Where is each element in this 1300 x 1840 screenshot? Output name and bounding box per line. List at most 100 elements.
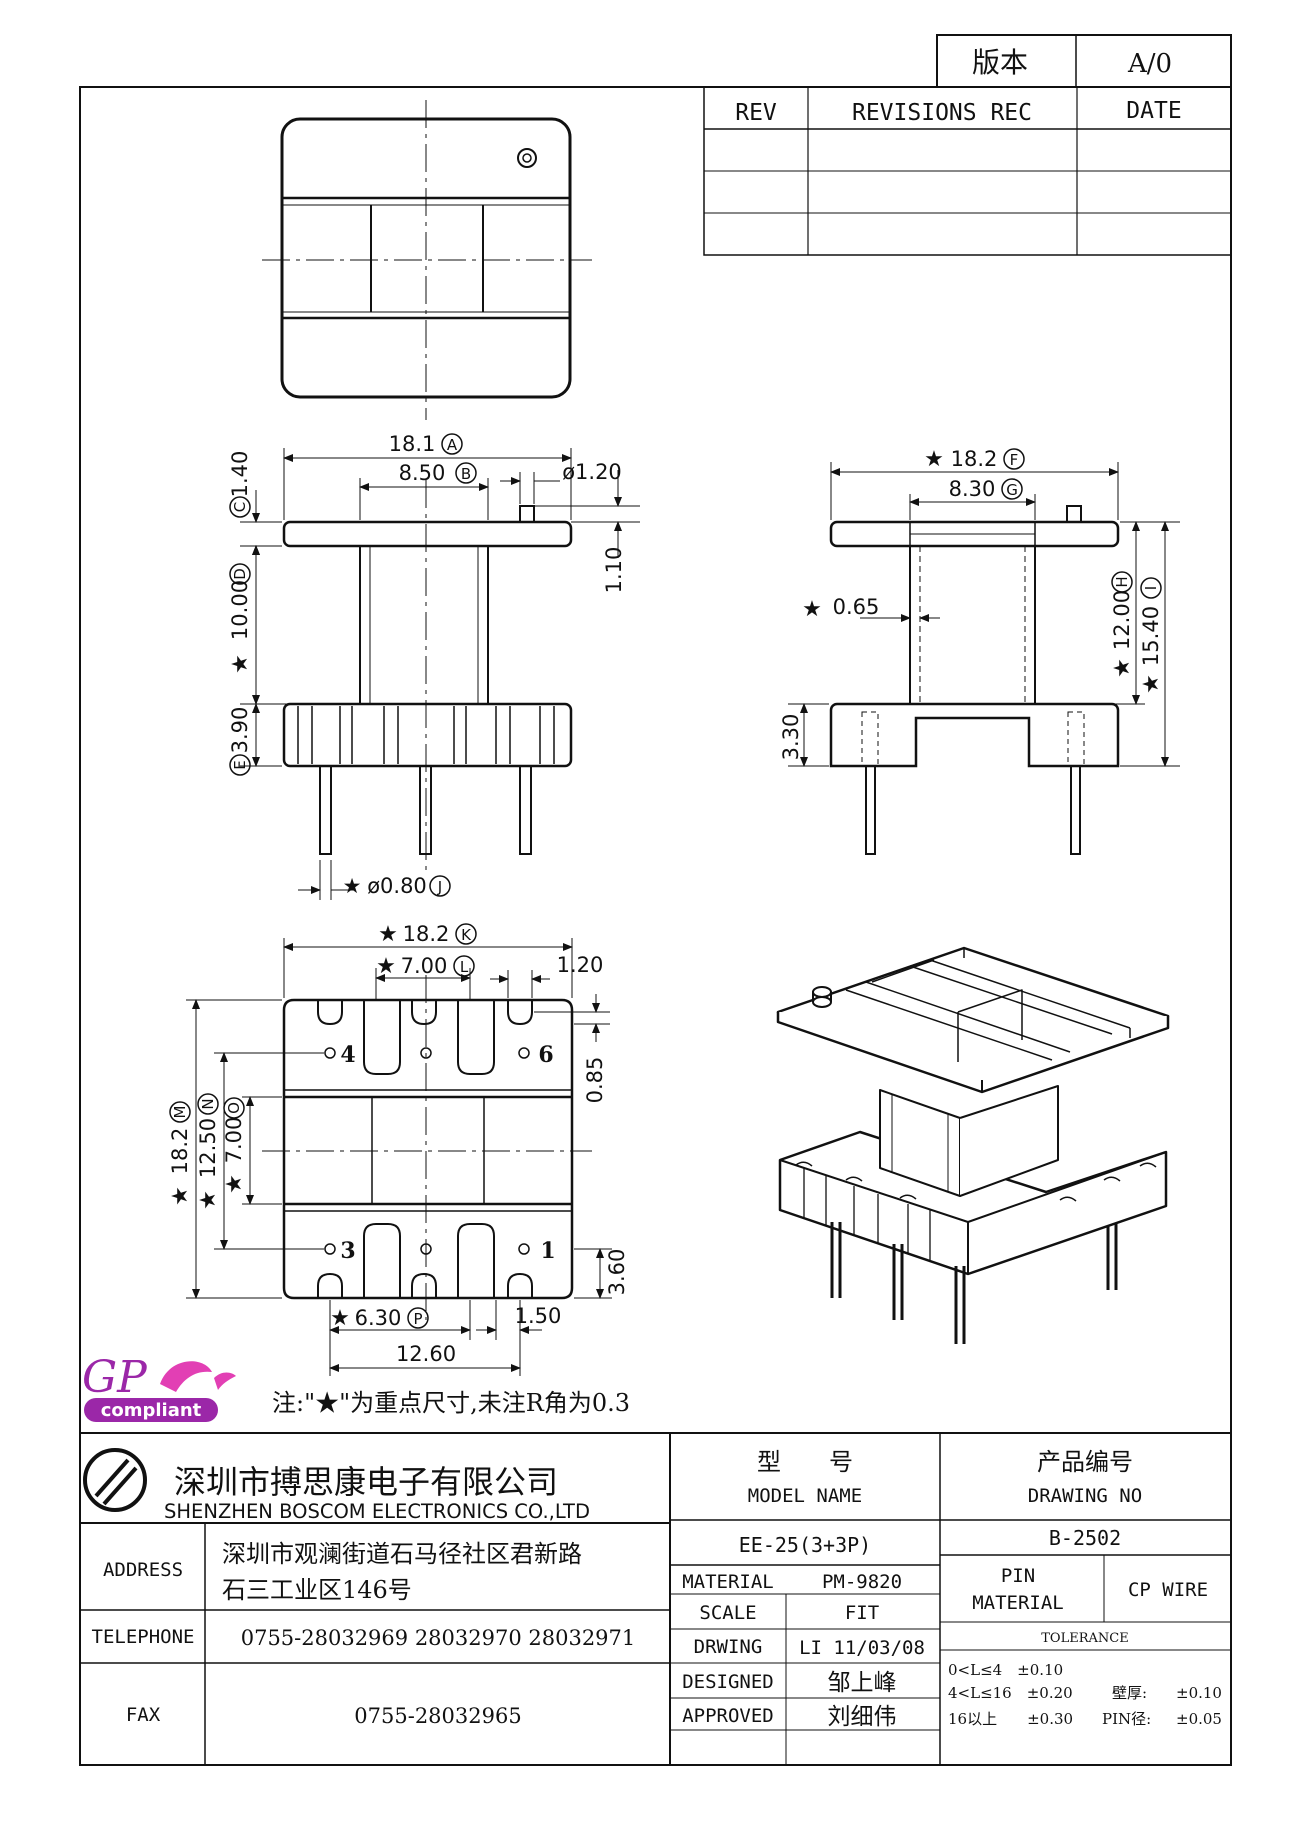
telephone-label: TELEPHONE (92, 1626, 195, 1648)
dim-O: 7.00 (222, 1117, 246, 1164)
star-K: ★ (378, 922, 398, 947)
star-O: ★ (222, 1174, 247, 1194)
leaf-icon (160, 1361, 212, 1392)
approved-label: APPROVED (682, 1705, 774, 1727)
dim-letter-E: E (231, 760, 249, 769)
pin-label-3: 3 (340, 1238, 355, 1264)
drawing-number-value: B-2502 (1049, 1526, 1121, 1550)
dim-P: 6.30 (355, 1306, 402, 1330)
star-H: ★ (1110, 658, 1135, 678)
star-L: ★ (376, 954, 396, 979)
dim-N: 12.50 (196, 1118, 220, 1178)
pin-label-4: 4 (340, 1042, 355, 1068)
star-065: ★ (802, 597, 822, 622)
rev-header-date: DATE (1126, 98, 1181, 124)
drawing-label-cn: 产品编号 (1037, 1448, 1133, 1476)
rev-header-rec: REVISIONS REC (852, 100, 1032, 126)
tolerance-row-3: 16以上 ±0.30 (948, 1710, 1073, 1728)
pin-material-value: CP WIRE (1128, 1579, 1208, 1601)
isometric-view (776, 946, 1170, 1344)
wall-thickness-value: ±0.10 (1176, 1684, 1222, 1702)
wall-thickness-label: 壁厚: (1112, 1684, 1147, 1702)
dim-phi120: ø1.20 (562, 460, 622, 484)
drawing-label-en: DRAWING NO (1028, 1485, 1142, 1507)
star-M: ★ (168, 1186, 193, 1206)
approved-value: 刘细伟 (828, 1704, 897, 1730)
dim-I: 15.40 (1139, 606, 1163, 666)
dim-letter-M: M (171, 1106, 189, 1119)
dim-L: 7.00 (401, 954, 448, 978)
dim-150: 1.50 (515, 1304, 562, 1328)
telephone-value: 0755-28032969 28032970 28032971 (241, 1626, 636, 1650)
dim-letter-J: J (437, 878, 442, 896)
pin-material-label-2: MATERIAL (972, 1592, 1064, 1614)
pin-diameter-value: ±0.05 (1176, 1710, 1222, 1728)
star-J: ★ (343, 874, 362, 898)
dim-letter-C: C (231, 502, 249, 512)
dim-letter-I: I (1142, 586, 1160, 590)
fax-label: FAX (126, 1704, 161, 1726)
dim-E: 3.90 (228, 707, 252, 754)
version-label: 版本 (972, 46, 1028, 79)
gp-compliant-text: compliant (101, 1400, 202, 1421)
pin-diameter-label: PIN径: (1102, 1710, 1151, 1728)
pin-material-label-1: PIN (1001, 1565, 1035, 1587)
drawing-note: 注:"★"为重点尺寸,未注R角为0.3 (272, 1389, 630, 1417)
bottom-view (262, 975, 592, 1320)
gp-logo-text: GP (82, 1352, 148, 1403)
bottom-view-dims (186, 938, 612, 1376)
dim-G: 8.30 (949, 477, 996, 501)
scale-value: FIT (845, 1602, 879, 1624)
dim-letter-G: G (1006, 481, 1018, 499)
dim-F: 18.2 (951, 447, 998, 471)
dim-065: 0.65 (833, 595, 880, 619)
dim-110: 1.10 (602, 547, 626, 594)
title-block (80, 1432, 1231, 1765)
model-label-cn: 型 号 (757, 1448, 853, 1476)
designed-label: DESIGNED (682, 1671, 774, 1693)
dim-letter-A: A (447, 436, 458, 454)
dim-360: 3.60 (605, 1249, 629, 1296)
fax-value: 0755-28032965 (354, 1704, 521, 1728)
model-value: EE-25(3+3P) (739, 1533, 871, 1557)
top-view (262, 100, 592, 420)
side-view-dim-labels: ★ 18.2 F 8.30 G ★ 0.65 3.30 ★ 12.00 H ★ … (779, 447, 1164, 760)
dim-letter-O: O (225, 1102, 243, 1114)
star-P: ★ (330, 1306, 350, 1331)
address-line-1: 深圳市观澜街道石马径社区君新路 (222, 1540, 582, 1568)
pin-label-6: 6 (538, 1042, 553, 1068)
dim-letter-B: B (461, 465, 471, 483)
side-view (829, 505, 1120, 855)
address-label: ADDRESS (103, 1559, 183, 1581)
dim-A: 18.1 (389, 432, 436, 456)
tolerance-label: TOLERANCE (1041, 1631, 1128, 1646)
bottom-view-pin-labels: 4 6 3 1 (340, 1042, 555, 1264)
tolerance-row-1: 0<L≤4 ±0.10 (948, 1661, 1063, 1679)
dim-C: 1.40 (228, 451, 252, 498)
dim-D: 10.00 (228, 580, 252, 640)
company-name-cn: 深圳市搏思康电子有限公司 (174, 1463, 558, 1501)
front-view-dims (240, 448, 640, 900)
star-I: ★ (1139, 674, 1164, 694)
star-F: ★ (924, 447, 944, 472)
dim-letter-P: P (413, 1310, 422, 1328)
designed-value: 邹上峰 (828, 1670, 897, 1696)
star-D: ★ (228, 654, 253, 674)
front-view-dim-labels: 18.1 A 8.50 B ø1.20 1.10 1.40 C ★ 10.00 … (228, 432, 626, 898)
bottom-view-dim-labels: ★ 18.2 K ★ 7.00 L 1.20 0.85 ★ 18.2 M ★ 1… (168, 922, 629, 1366)
dim-letter-K: K (461, 926, 472, 944)
dim-085: 0.85 (583, 1057, 607, 1104)
dim-120: 1.20 (557, 953, 604, 977)
star-N: ★ (196, 1190, 221, 1210)
model-label-en: MODEL NAME (748, 1485, 862, 1507)
scale-label: SCALE (699, 1602, 756, 1624)
dim-1260: 12.60 (396, 1342, 456, 1366)
company-name-en: SHENZHEN BOSCOM ELECTRONICS CO.,LTD (164, 1500, 590, 1523)
drawing-frame (79, 86, 1232, 1766)
dim-330: 3.30 (779, 714, 803, 761)
dim-letter-F: F (1010, 451, 1019, 469)
dim-letter-L: L (460, 958, 469, 976)
version-value: A/0 (1127, 49, 1172, 79)
dim-K: 18.2 (403, 922, 450, 946)
tolerance-row-2: 4<L≤16 ±0.20 (948, 1684, 1073, 1702)
